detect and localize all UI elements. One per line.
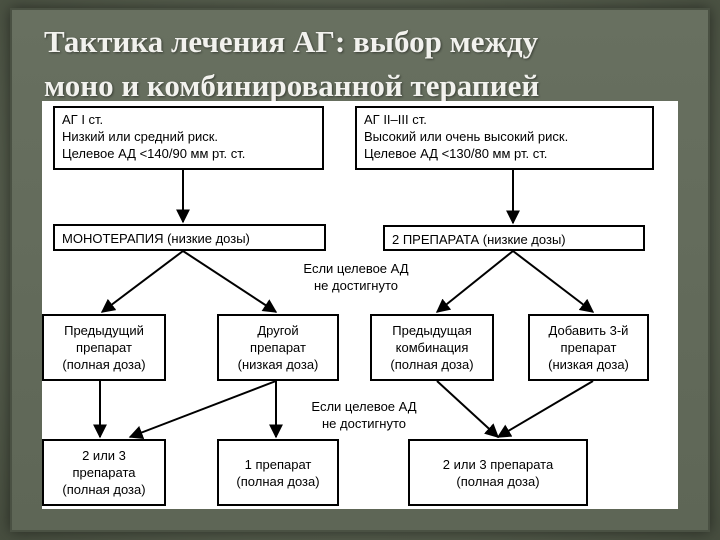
add-third-line-2: препарат: [560, 340, 617, 355]
one-full-line-1: 1 препарат: [244, 456, 312, 472]
one-full-line-2: (полная доза): [236, 473, 320, 489]
note-target-not-reached-1: Если целевое АД не достигнуто: [274, 260, 438, 294]
prev-drug-line-2: препарат: [76, 340, 132, 355]
note-target-not-reached-2: Если целевое АД не достигнуто: [282, 398, 446, 432]
box-monotherapy: МОНОТЕРАПИЯ (низкие дозы): [53, 224, 326, 251]
add-third-line-3: (низкая доза): [548, 357, 629, 372]
flowchart-arrows: [93, 170, 595, 440]
ag1-line-1: АГ I ст.: [62, 112, 104, 127]
box-two-drugs: 2 ПРЕПАРАТА (низкие дозы): [383, 225, 645, 251]
two-drugs-label: 2 ПРЕПАРАТА (низкие дозы): [392, 232, 566, 247]
box-one-drug-full: 1 препарат (полная доза): [217, 439, 339, 506]
box-add-third-drug: Добавить 3-й препарат (низкая доза): [528, 314, 649, 381]
two-three-line-1: 2 или 3: [82, 448, 126, 463]
ag23-line-2: Высокий или очень высокий риск.: [364, 129, 569, 144]
ag23-line-3: Целевое АД <130/80 мм рт. ст.: [364, 146, 548, 161]
slide-title: Тактика лечения АГ: выбор между моно и к…: [44, 20, 684, 108]
prev-drug-line-1: Предыдущий: [64, 323, 144, 338]
note-1-line-2: не достигнуто: [313, 278, 398, 293]
two-three-right-line-2: (полная доза): [456, 473, 540, 489]
prev-combo-line-1: Предыдущая: [392, 323, 472, 338]
arrow-add-third-to-two-three-right: [496, 380, 594, 438]
mono-label: МОНОТЕРАПИЯ (низкие дозы): [62, 231, 250, 246]
prev-combo-line-3: (полная доза): [390, 357, 474, 372]
box-ag-stage-2-3: АГ II–III ст. Высокий или очень высокий …: [355, 106, 654, 170]
other-drug-line-2: препарат: [250, 340, 306, 355]
ag23-line-1: АГ II–III ст.: [364, 112, 427, 127]
two-three-line-2: препарата: [72, 465, 136, 480]
title-line-2: моно и комбинированной терапией: [44, 68, 540, 103]
box-previous-combination: Предыдущая комбинация (полная доза): [370, 314, 494, 381]
note-2-line-1: Если целевое АД: [311, 399, 417, 414]
arrow-mono-to-other-drug: [182, 250, 278, 313]
prev-combo-line-2: комбинация: [395, 340, 469, 355]
box-other-drug: Другой препарат (низкая доза): [217, 314, 339, 381]
arrow-mono-to-prev-drug: [100, 250, 184, 313]
treatment-flowchart: АГ I ст. Низкий или средний риск. Целево…: [42, 101, 678, 509]
arrow-two-drugs-to-prev-combo: [435, 250, 514, 313]
title-line-1: Тактика лечения АГ: выбор между: [44, 24, 539, 59]
note-1-line-1: Если целевое АД: [303, 261, 409, 276]
ag1-line-3: Целевое АД <140/90 мм рт. ст.: [62, 146, 246, 161]
other-drug-line-3: (низкая доза): [237, 357, 319, 372]
add-third-line-1: Добавить 3-й: [548, 323, 629, 338]
box-previous-drug: Предыдущий препарат (полная доза): [42, 314, 166, 381]
box-ag-stage-1: АГ I ст. Низкий или средний риск. Целево…: [53, 106, 324, 170]
arrow-two-drugs-to-add-third: [512, 250, 595, 313]
box-two-or-three-drugs-full-right: 2 или 3 препарата (полная доза): [408, 439, 588, 506]
note-2-line-2: не достигнуто: [321, 416, 406, 431]
two-three-line-3: (полная доза): [62, 482, 146, 497]
ag1-line-2: Низкий или средний риск.: [62, 129, 219, 144]
other-drug-line-1: Другой: [257, 323, 299, 338]
arrow-other-drug-to-two-three: [128, 380, 277, 440]
arrow-prev-combo-to-two-three-right: [436, 380, 500, 438]
box-two-or-three-drugs-full: 2 или 3 препарата (полная доза): [42, 439, 166, 506]
prev-drug-line-3: (полная доза): [62, 357, 146, 372]
two-three-right-line-1: 2 или 3 препарата: [442, 456, 554, 472]
